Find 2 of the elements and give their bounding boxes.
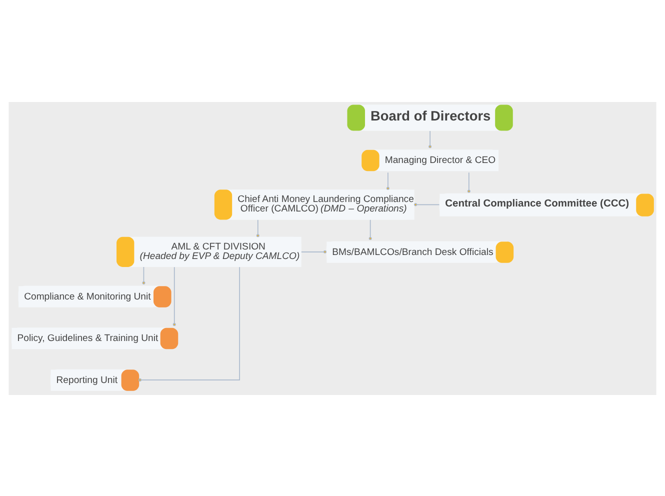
node-text: AML & CFT DIVISION (Headed by EVP & Deputy CAMLCO) (140, 240, 300, 262)
node-text: Chief Anti Money Laundering Compliance Officer (CAMLCO) (DMD – Operations) (238, 194, 414, 214)
